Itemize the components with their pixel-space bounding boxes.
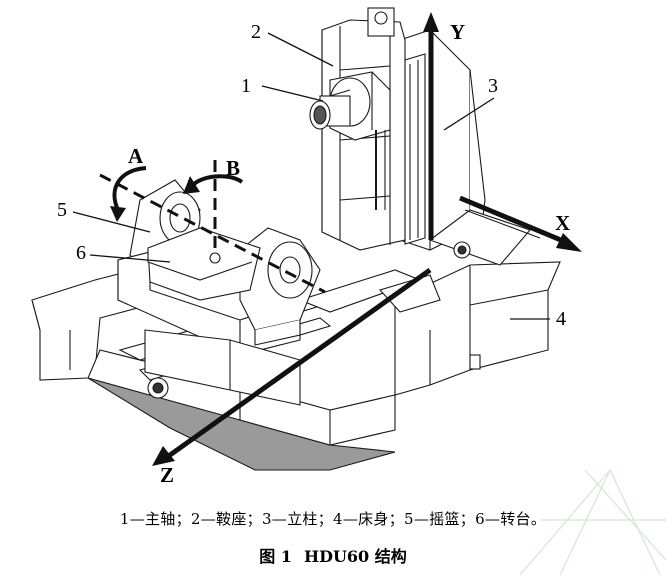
watermark-star [519, 468, 666, 576]
figure-caption: 图 1 HDU60 结构 [0, 543, 666, 567]
spindle [309, 77, 371, 130]
x-axis-line [459, 195, 569, 246]
leader-lines [72, 32, 550, 320]
label-1: 1 [241, 75, 251, 97]
label-6: 6 [76, 242, 86, 264]
axis-label-a: A [128, 144, 144, 168]
saddle [321, 7, 406, 251]
z-axis-arrowhead [152, 446, 175, 466]
axis-label-z: Z [160, 463, 174, 487]
axis-arrows [99, 12, 582, 466]
parts-legend: 1—主轴；2—鞍座；3—立柱；4—床身；5—摇篮；6—转台。 [119, 510, 547, 528]
z-axis-line [168, 267, 432, 458]
axis-label-b: B [226, 156, 240, 180]
axis-label-x: X [555, 211, 570, 235]
x-axis-arrowhead [556, 233, 582, 252]
a-rotation-arc [112, 166, 147, 211]
turntable [147, 227, 261, 301]
a-axis-dashed [99, 173, 326, 294]
axis-label-y: Y [450, 20, 465, 44]
label-5: 5 [57, 199, 67, 221]
figure-number: 图 1 [259, 547, 292, 566]
label-4: 4 [556, 308, 566, 330]
figure-title: HDU60 结构 [303, 547, 407, 566]
label-3: 3 [488, 75, 498, 97]
y-axis-arrowhead [423, 12, 439, 32]
label-2: 2 [251, 21, 261, 43]
x-rail [428, 209, 541, 266]
